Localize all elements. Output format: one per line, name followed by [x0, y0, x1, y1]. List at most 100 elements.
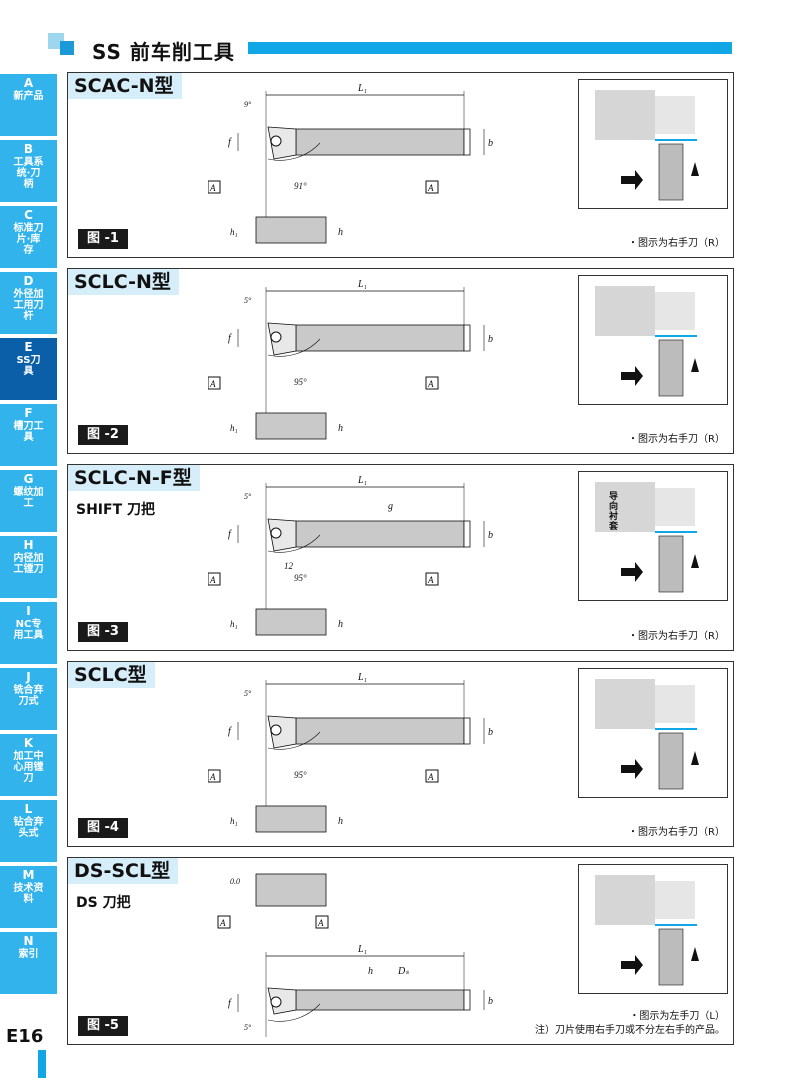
- figure-label: 图 -3: [78, 622, 128, 642]
- sidebar-tab-label: 新产品: [13, 91, 44, 102]
- workpiece: [595, 875, 655, 925]
- tool-body: [658, 339, 684, 397]
- section-marker: [208, 769, 221, 783]
- sidebar-tab-letter: I: [26, 604, 31, 618]
- angle-arc: [267, 534, 321, 553]
- shank-end: [463, 717, 471, 745]
- sidebar-tab-letter: A: [23, 76, 34, 90]
- arrow-icon: [621, 366, 643, 386]
- page-number-bar: [38, 1050, 46, 1078]
- tool-head: [267, 518, 297, 552]
- section-marker: [425, 180, 439, 194]
- sidebar-tab-label: 槽刀工具: [13, 421, 44, 443]
- section-label: A: [219, 918, 226, 928]
- illustration-drawing: [595, 90, 699, 201]
- dim-side-angle: 5°: [244, 296, 252, 305]
- dim-f: f: [228, 998, 232, 1009]
- page-title: SS 前车削工具: [92, 40, 235, 64]
- sidebar-tab-label: 工具系统·刀柄: [13, 157, 44, 190]
- illustration-drawing: [595, 482, 699, 593]
- dim-angle: 95°: [294, 770, 307, 780]
- dim-g: g: [388, 501, 393, 512]
- tool-body: [658, 535, 684, 593]
- arrow-up-icon: [691, 162, 699, 176]
- insert-screw: [270, 996, 282, 1008]
- angle-arc: [267, 338, 321, 357]
- machining-illustration: 导向衬套: [578, 471, 728, 601]
- section-label: A: [209, 575, 216, 585]
- machining-illustration: [578, 275, 728, 405]
- sidebar-tab-letter: C: [24, 208, 33, 222]
- sidebar-tab-label: SS刀具: [16, 355, 41, 377]
- workpiece: [595, 90, 655, 140]
- shank-end: [463, 128, 471, 156]
- workpiece-step: [655, 96, 695, 134]
- arrow-icon: [621, 759, 643, 779]
- section-marker: [208, 180, 221, 194]
- dim-b: b: [488, 138, 493, 149]
- dim-b: b: [488, 530, 493, 541]
- angle-arc: [267, 731, 321, 750]
- sidebar-tab-label: 索引: [18, 949, 39, 960]
- tool-shank: [295, 128, 465, 156]
- workpiece-step: [655, 685, 695, 723]
- note-line: ・图示为右手刀（R）: [628, 238, 725, 249]
- section-label: A: [427, 379, 434, 389]
- tool-head: [267, 126, 297, 160]
- dim-angle: 91°: [294, 181, 307, 191]
- section-marker: [425, 572, 439, 586]
- dim-b: b: [488, 996, 493, 1007]
- workpiece: [595, 482, 655, 532]
- insert-screw: [270, 135, 282, 147]
- illustration-drawing: [595, 875, 699, 986]
- dim-h: h: [368, 966, 373, 977]
- insert-screw: [270, 331, 282, 343]
- section-marker: [217, 915, 231, 929]
- shank-end: [463, 520, 471, 548]
- arrow-up-icon: [691, 947, 699, 961]
- section-marker: [208, 572, 221, 586]
- dim-L1: L₁: [357, 475, 367, 486]
- dim-side-angle: 5°: [244, 689, 252, 698]
- panel-note: ・图示为右手刀（R）: [628, 826, 725, 840]
- tool-shank: [295, 520, 465, 548]
- machining-illustration: [578, 79, 728, 209]
- figure-label: 图 -5: [78, 1016, 128, 1036]
- dim-b: b: [488, 334, 493, 345]
- section-label: A: [427, 183, 434, 193]
- section-view: [255, 805, 327, 833]
- arrow-up-icon: [691, 554, 699, 568]
- shank-end: [463, 989, 471, 1011]
- insert-screw: [270, 724, 282, 736]
- sidebar-tab-letter: B: [23, 142, 34, 156]
- tool-body: [658, 928, 684, 986]
- tool-shank: [295, 717, 465, 745]
- dim-h1: h₁: [230, 619, 238, 629]
- sidebar-tab-label: 加工中心用镗刀: [13, 751, 44, 784]
- arrow-icon: [621, 562, 643, 582]
- dim-f: f: [228, 333, 232, 344]
- sidebar-tab-letter: L: [24, 802, 33, 816]
- illustration-drawing: [595, 679, 699, 790]
- machining-illustration: [578, 864, 728, 994]
- dim-h: h: [338, 423, 343, 434]
